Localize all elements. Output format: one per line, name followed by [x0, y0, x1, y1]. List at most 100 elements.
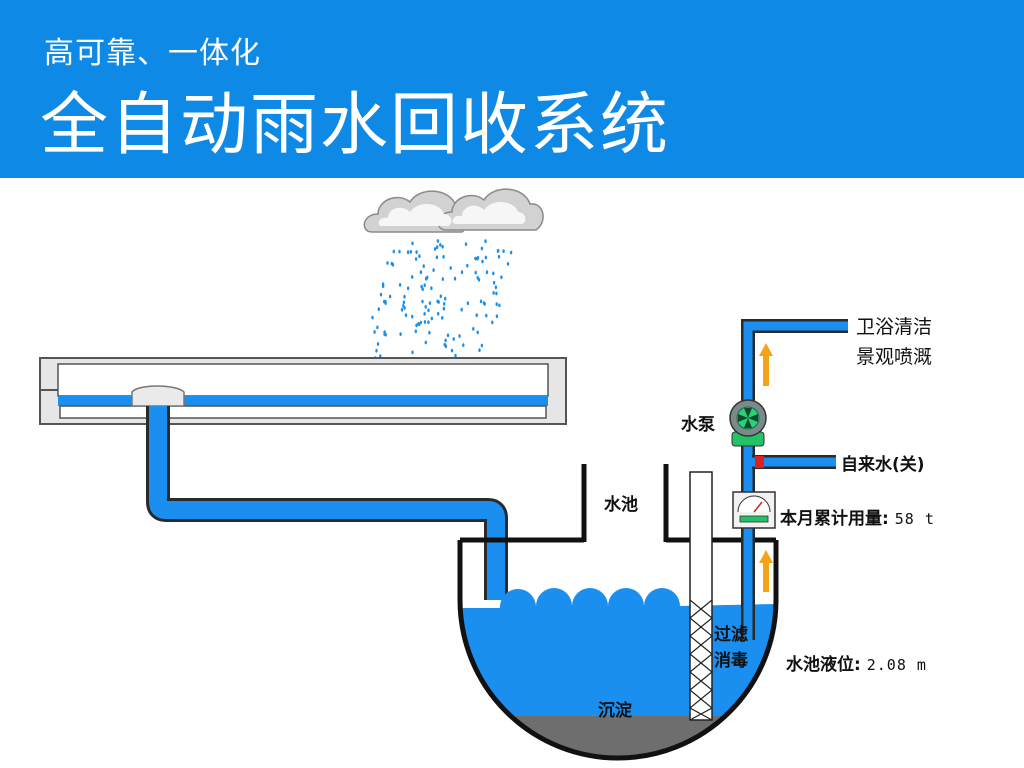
raindrop — [406, 250, 410, 255]
raindrop — [479, 299, 483, 304]
raindrop — [415, 250, 418, 255]
page-title: 全自动雨水回收系统 — [40, 86, 671, 165]
raindrop — [424, 276, 428, 281]
raindrop — [402, 300, 406, 305]
cloud-icon — [363, 188, 544, 233]
roof-gutter — [39, 357, 567, 425]
raindrop — [411, 275, 414, 279]
raindrop — [481, 259, 484, 264]
raindrop — [430, 316, 433, 321]
pump-icon — [729, 399, 767, 447]
raindrop — [446, 333, 450, 338]
raindrop — [485, 313, 488, 318]
header-banner: 高可靠、一体化 全自动雨水回收系统 — [0, 0, 1024, 178]
downpipe — [146, 406, 508, 600]
raindrop — [491, 320, 494, 325]
water-level-value: 2.08 m — [866, 656, 927, 674]
raindrop — [399, 332, 402, 336]
raindrop — [454, 353, 457, 358]
outlet-label-line2: 景观喷溉 — [856, 346, 933, 368]
raindrop — [386, 261, 389, 265]
raindrop — [466, 301, 470, 306]
raindrop — [492, 271, 495, 276]
raindrop — [379, 292, 383, 297]
raindrop — [450, 348, 454, 353]
raindrop — [419, 320, 422, 325]
raindrop — [437, 311, 440, 316]
raindrop — [414, 329, 417, 334]
raindrop — [485, 270, 489, 275]
raindrop — [421, 299, 424, 304]
raindrop — [433, 247, 437, 251]
raindrop — [375, 348, 378, 353]
raindrop — [460, 270, 464, 275]
outlet-label-line1: 卫浴清洁 — [856, 316, 933, 338]
raindrop — [497, 254, 501, 259]
raindrop — [492, 280, 496, 285]
raindrop — [388, 294, 392, 299]
raindrop — [435, 255, 439, 260]
raindrop — [502, 249, 505, 254]
raindrop — [443, 302, 446, 306]
raindrop — [441, 277, 444, 281]
raindrop — [423, 320, 427, 324]
raindrop — [472, 327, 475, 331]
raindrop — [390, 261, 393, 266]
filter-label-line1: 过滤 — [714, 625, 748, 645]
raindrop — [497, 248, 500, 253]
raindrop — [428, 330, 431, 335]
raindrop — [474, 270, 477, 275]
up-arrow-icon — [759, 550, 773, 592]
raindrop — [422, 264, 425, 268]
raindrop — [474, 256, 477, 261]
raindrop — [500, 275, 503, 280]
raindrop — [441, 316, 444, 320]
raindrop — [403, 294, 406, 299]
raindrop — [509, 250, 513, 255]
raindrop — [460, 307, 463, 312]
sediment-label: 沉淀 — [598, 701, 632, 721]
raindrop — [442, 306, 446, 311]
raindrop — [442, 255, 445, 259]
filter-label-line2: 消毒 — [714, 651, 748, 671]
raindrop — [506, 262, 510, 266]
raindrop — [444, 338, 447, 343]
raindrop — [452, 337, 455, 341]
water-level-title: 水池液位: — [786, 655, 861, 675]
raindrop — [462, 343, 465, 347]
raindrop — [498, 303, 501, 308]
raindrop — [430, 286, 433, 291]
raindrop — [466, 263, 469, 268]
raindrop — [495, 314, 499, 319]
raindrop — [443, 342, 446, 347]
raindrop — [398, 249, 401, 254]
raindrop — [495, 302, 498, 307]
raindrop — [484, 255, 488, 260]
raindrop — [475, 313, 478, 318]
raindrop — [444, 296, 447, 301]
tap-water-label: 自来水(关) — [841, 455, 925, 475]
raindrop — [398, 283, 402, 287]
raindrop — [420, 284, 423, 289]
raindrop — [476, 330, 479, 335]
raindrop — [409, 250, 413, 254]
raindrop — [373, 330, 376, 334]
raindrop — [419, 270, 423, 275]
raindrop — [476, 275, 479, 280]
raindrop — [464, 242, 468, 247]
subtitle: 高可靠、一体化 — [44, 36, 261, 71]
raindrop — [480, 246, 484, 251]
raindrop — [436, 239, 440, 243]
raindrop — [404, 313, 408, 318]
monthly-usage-title: 本月累计用量: — [780, 509, 889, 529]
raindrop — [453, 276, 457, 281]
raindrop — [441, 244, 444, 249]
raindrop — [415, 323, 418, 328]
raindrop — [492, 291, 495, 295]
raindrop — [377, 307, 380, 312]
raindrop — [449, 266, 452, 270]
raindrop — [414, 257, 418, 261]
raindrop — [417, 322, 420, 326]
raindrop — [376, 325, 379, 330]
raindrop — [423, 283, 426, 288]
